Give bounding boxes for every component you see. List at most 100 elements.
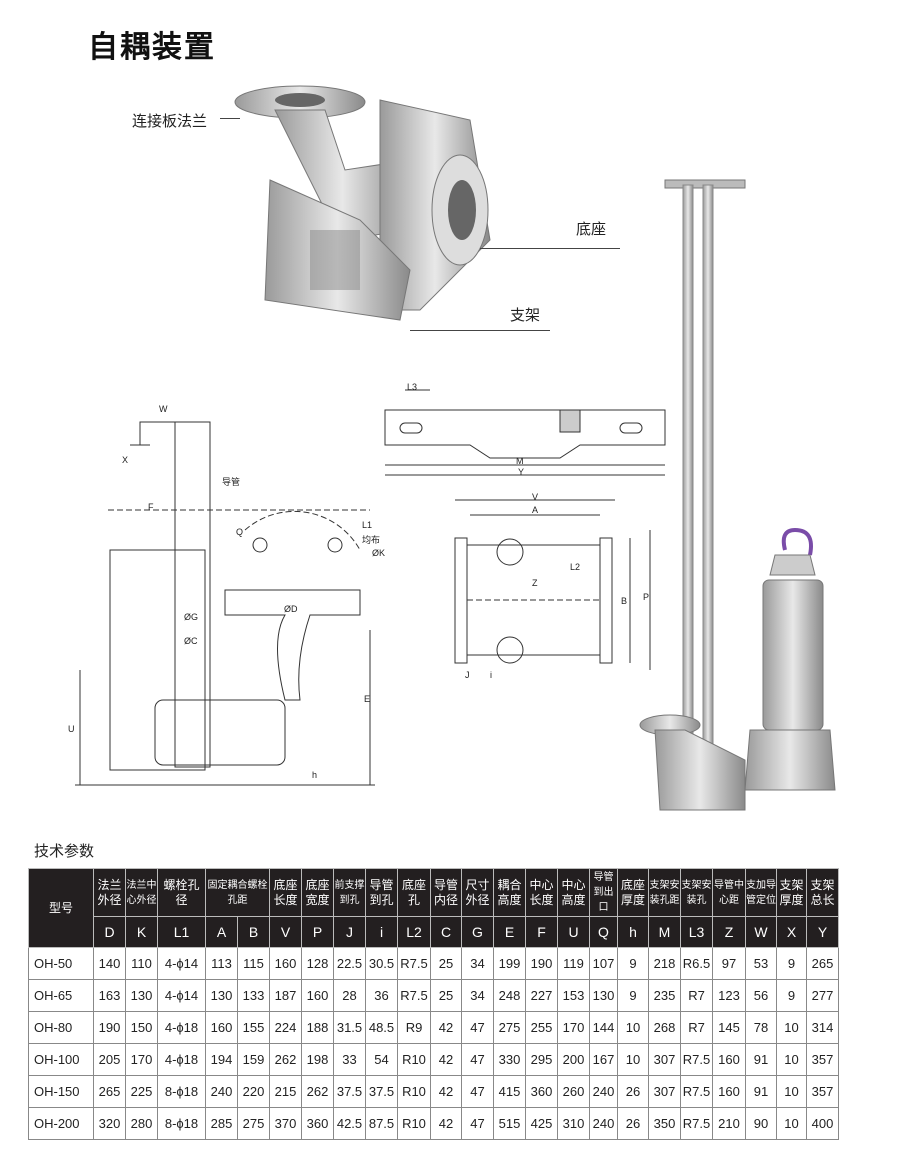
- header-name: 导管到孔: [365, 868, 398, 917]
- table-cell: 91: [745, 1075, 777, 1108]
- table-cell: R9: [397, 1011, 431, 1044]
- table-cell: 130: [589, 979, 618, 1012]
- table-cell: 515: [493, 1107, 526, 1140]
- table-cell: 26: [617, 1075, 649, 1108]
- header-name: 底座长度: [269, 868, 302, 917]
- table-cell: 275: [493, 1011, 526, 1044]
- dim-Y: Y: [518, 467, 525, 477]
- dim-A: A: [532, 505, 539, 515]
- table-cell: 30.5: [365, 947, 398, 980]
- table-cell: 188: [301, 1011, 334, 1044]
- table-cell: 34: [461, 979, 494, 1012]
- table-cell: 42: [430, 1043, 462, 1076]
- header-name: 导管内径: [430, 868, 462, 917]
- header-code: J: [333, 916, 366, 948]
- table-cell: 153: [557, 979, 590, 1012]
- table-cell: 9: [776, 947, 807, 980]
- header-code: Q: [589, 916, 618, 948]
- table-cell: 110: [125, 947, 158, 980]
- table-cell: 187: [269, 979, 302, 1012]
- model-cell: OH-80: [28, 1011, 94, 1044]
- table-cell: 90: [745, 1107, 777, 1140]
- dim-L1: L1: [362, 520, 373, 530]
- table-cell: 260: [557, 1075, 590, 1108]
- header-code: K: [125, 916, 158, 948]
- table-cell: 275: [237, 1107, 270, 1140]
- header-code: F: [525, 916, 558, 948]
- header-name: 中心高度: [557, 868, 590, 917]
- dim-P: P: [643, 592, 650, 602]
- header-code: C: [430, 916, 462, 948]
- table-cell: 10: [776, 1011, 807, 1044]
- table-cell: R10: [397, 1043, 431, 1076]
- header-code: D: [93, 916, 126, 948]
- table-cell: 360: [301, 1107, 334, 1140]
- header-code: V: [269, 916, 302, 948]
- table-cell: 265: [93, 1075, 126, 1108]
- table-cell: 87.5: [365, 1107, 398, 1140]
- table-cell: 350: [648, 1107, 681, 1140]
- table-cell: 160: [712, 1043, 746, 1076]
- table-cell: 33: [333, 1043, 366, 1076]
- table-cell: 170: [557, 1011, 590, 1044]
- header-code: G: [461, 916, 494, 948]
- table-cell: 53: [745, 947, 777, 980]
- table-cell: 145: [712, 1011, 746, 1044]
- table-cell: 310: [557, 1107, 590, 1140]
- table-cell: 34: [461, 947, 494, 980]
- table-cell: 133: [237, 979, 270, 1012]
- table-cell: 150: [125, 1011, 158, 1044]
- table-cell: 240: [589, 1075, 618, 1108]
- header-code: E: [493, 916, 526, 948]
- table-cell: 10: [617, 1011, 649, 1044]
- table-cell: 360: [525, 1075, 558, 1108]
- pump-assembly-photo: [639, 179, 836, 811]
- table-cell: 262: [269, 1043, 302, 1076]
- dim-V: V: [532, 492, 539, 502]
- header-name: 尺寸外径: [461, 868, 494, 917]
- header-code: M: [648, 916, 681, 948]
- table-cell: 91: [745, 1043, 777, 1076]
- table-cell: 255: [525, 1011, 558, 1044]
- table-cell: R7.5: [680, 1075, 713, 1108]
- table-cell: R7.5: [397, 947, 431, 980]
- dim-X: X: [122, 455, 129, 465]
- header-name: 支加导管定位: [745, 868, 777, 917]
- bracket-drawing: [384, 389, 666, 476]
- header-name: 支架安装孔距: [648, 868, 681, 917]
- table-cell: R7: [680, 979, 713, 1012]
- header-name: 导管中心距: [712, 868, 746, 917]
- dim-U: U: [68, 724, 75, 734]
- table-cell: 54: [365, 1043, 398, 1076]
- header-code: A: [205, 916, 238, 948]
- header-name: 前支撑到孔: [333, 868, 366, 917]
- table-cell: 78: [745, 1011, 777, 1044]
- header-name: 螺栓孔径: [157, 868, 206, 917]
- table-cell: 357: [806, 1075, 839, 1108]
- dim-W: W: [159, 404, 168, 414]
- table-cell: 307: [648, 1075, 681, 1108]
- table-cell: 140: [93, 947, 126, 980]
- header-name: 耦合高度: [493, 868, 526, 917]
- table-cell: 280: [125, 1107, 158, 1140]
- table-cell: 160: [712, 1075, 746, 1108]
- spec-table: 型号法兰外径法兰中心外径螺栓孔径固定耦合螺栓孔距底座长度底座宽度前支撑到孔导管到…: [28, 868, 839, 1140]
- dim-M: M: [516, 456, 524, 466]
- table-cell: R7.5: [680, 1107, 713, 1140]
- header-name: 中心长度: [525, 868, 558, 917]
- table-cell: 210: [712, 1107, 746, 1140]
- header-code: L2: [397, 916, 431, 948]
- table-cell: 240: [205, 1075, 238, 1108]
- table-cell: 10: [776, 1075, 807, 1108]
- table-cell: 42: [430, 1075, 462, 1108]
- table-cell: 268: [648, 1011, 681, 1044]
- table-cell: 190: [525, 947, 558, 980]
- table-cell: 415: [493, 1075, 526, 1108]
- table-cell: 170: [125, 1043, 158, 1076]
- table-cell: 9: [617, 979, 649, 1012]
- table-cell: 42.5: [333, 1107, 366, 1140]
